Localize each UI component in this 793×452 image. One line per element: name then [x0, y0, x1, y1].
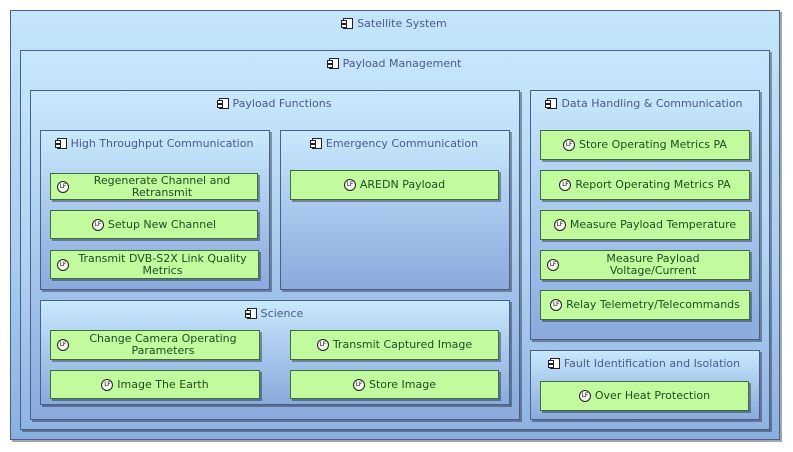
- data-handling-title: Data Handling & Communication: [531, 96, 759, 110]
- fault-identification-label: Fault Identification and Isolation: [563, 356, 741, 370]
- emergency-communication-label: Emergency Communication: [325, 136, 479, 150]
- component-icon: [216, 97, 229, 109]
- leaf-function-icon: LF: [550, 299, 563, 311]
- function-transmit-captured-image: LF Transmit Captured Image: [290, 330, 499, 360]
- function-label: Store Operating Metrics PA: [579, 138, 727, 151]
- function-measure-payload-temperature: LF Measure Payload Temperature: [540, 210, 750, 240]
- function-label: Store Image: [368, 377, 437, 391]
- payload-functions-label: Payload Functions: [232, 96, 332, 110]
- function-label: Transmit Captured Image: [332, 338, 473, 351]
- function-relay-telemetry: LF Relay Telemetry/Telecommands: [540, 290, 750, 320]
- function-label: Transmit DVB-S2X Link Quality Metrics: [78, 251, 247, 277]
- leaf-function-icon: LF: [316, 339, 329, 351]
- payload-management-label: Payload Management: [342, 56, 462, 70]
- function-regenerate-channel: LF Regenerate Channel and Retransmit: [50, 173, 258, 200]
- function-change-camera-parameters: LF Change Camera Operating Parameters: [50, 330, 260, 360]
- payload-management-title: Payload Management: [21, 56, 769, 70]
- science-label: Science: [260, 306, 304, 320]
- leaf-function-icon: LF: [57, 339, 69, 351]
- leaf-function-icon: LF: [547, 259, 559, 271]
- component-icon: [326, 57, 339, 69]
- leaf-function-icon: LF: [563, 139, 576, 151]
- emergency-communication-block: Emergency Communication: [280, 130, 510, 290]
- function-label: Setup New Channel: [107, 217, 217, 231]
- data-handling-label: Data Handling & Communication: [561, 96, 743, 110]
- leaf-function-icon: LF: [57, 258, 69, 271]
- function-label: Over Heat Protection: [594, 389, 711, 402]
- function-label: Relay Telemetry/Telecommands: [566, 298, 740, 311]
- component-icon: [54, 137, 67, 149]
- function-label: Measure Payload Voltage/Current: [606, 252, 700, 277]
- leaf-function-icon: LF: [559, 179, 572, 191]
- fault-identification-title: Fault Identification and Isolation: [531, 356, 759, 370]
- leaf-function-icon: LF: [352, 378, 365, 391]
- function-label: Measure Payload Temperature: [569, 218, 737, 231]
- function-label: AREDN Payload: [359, 178, 446, 191]
- leaf-function-icon: LF: [57, 180, 69, 193]
- function-setup-new-channel: LF Setup New Channel: [50, 210, 258, 239]
- leaf-function-icon: LF: [343, 179, 356, 191]
- component-icon: [545, 97, 558, 109]
- function-over-heat-protection: LF Over Heat Protection: [540, 381, 749, 411]
- function-label: Image The Earth: [117, 377, 209, 391]
- function-store-image: LF Store Image: [290, 370, 499, 399]
- function-transmit-dvb-s2x: LF Transmit DVB-S2X Link Quality Metrics: [50, 250, 259, 279]
- satellite-system-title: Satellite System: [11, 16, 779, 30]
- function-label: Change Camera Operating Parameters: [89, 332, 237, 357]
- payload-functions-title: Payload Functions: [31, 96, 519, 110]
- function-aredn-payload: LF AREDN Payload: [290, 170, 499, 200]
- function-measure-payload-voltage: LF Measure Payload Voltage/Current: [540, 250, 750, 280]
- high-throughput-communication-title: High Throughput Communication: [41, 136, 269, 150]
- component-icon: [244, 307, 257, 319]
- satellite-system-label: Satellite System: [357, 16, 447, 30]
- component-icon: [309, 137, 322, 149]
- leaf-function-icon: LF: [91, 218, 104, 231]
- function-label: Regenerate Channel and Retransmit: [93, 173, 231, 199]
- function-label: Report Operating Metrics PA: [575, 178, 731, 191]
- leaf-function-icon: LF: [578, 390, 591, 402]
- function-image-the-earth: LF Image The Earth: [50, 370, 260, 399]
- leaf-function-icon: LF: [553, 219, 566, 231]
- component-icon: [341, 17, 354, 29]
- high-throughput-communication-label: High Throughput Communication: [70, 136, 254, 150]
- emergency-communication-title: Emergency Communication: [281, 136, 509, 150]
- function-store-operating-metrics: LF Store Operating Metrics PA: [540, 130, 750, 160]
- function-report-operating-metrics: LF Report Operating Metrics PA: [540, 170, 750, 200]
- science-title: Science: [41, 306, 509, 320]
- component-icon: [547, 357, 560, 369]
- leaf-function-icon: LF: [101, 378, 114, 391]
